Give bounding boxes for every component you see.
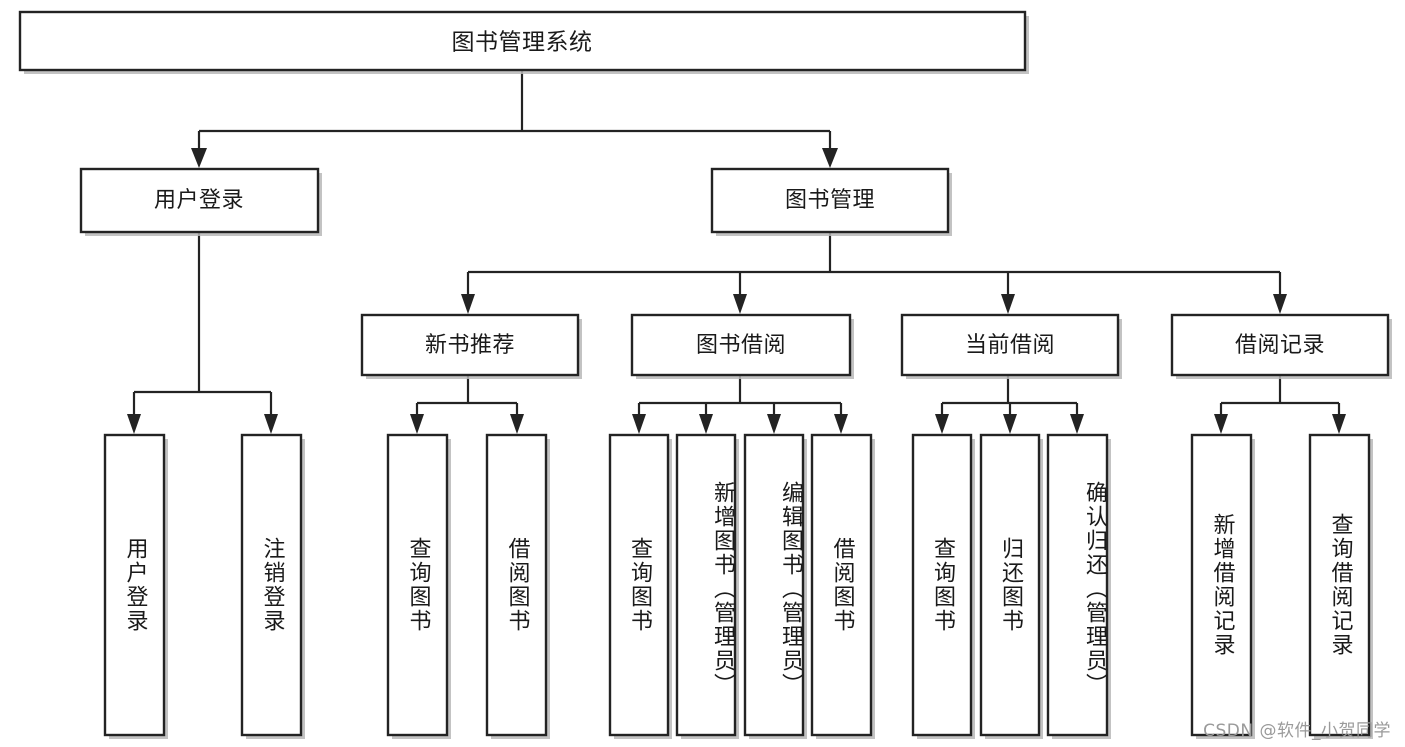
node-new-book-recommend-box (360, 313, 580, 377)
node-leaf-borrow-book-box (810, 433, 873, 737)
node-leaf-borrow-book-rec[interactable] (485, 433, 550, 739)
node-book-borrow[interactable]: 图书借阅 (630, 313, 854, 379)
arrow-head-leaf-borrow-book-rec (510, 414, 524, 434)
node-leaf-add-record[interactable] (1190, 433, 1255, 739)
node-leaf-edit-book[interactable] (743, 433, 807, 739)
node-user-login-box (79, 167, 320, 234)
node-book-borrow-label: 图书借阅 (696, 333, 786, 358)
node-leaf-return-book-box (979, 433, 1041, 737)
node-root-box (18, 10, 1027, 72)
node-leaf-logout-box (240, 433, 303, 737)
node-leaf-query-book-current[interactable] (911, 433, 975, 739)
node-leaf-confirm-return-box (1046, 433, 1109, 737)
node-borrow-records-box (1170, 313, 1390, 377)
node-leaf-query-book-borrow[interactable] (608, 433, 672, 739)
node-leaf-add-book-box (675, 433, 737, 737)
node-user-login-label: 用户登录 (154, 188, 244, 213)
node-borrow-records-label: 借阅记录 (1235, 333, 1325, 358)
node-leaf-borrow-book-rec-box (485, 433, 548, 737)
arrow-head-new-book-recommend (461, 294, 475, 314)
connector-group-new-book-recommend (410, 375, 524, 434)
connector-group-user-login (127, 232, 278, 434)
arrow-head-leaf-logout (264, 414, 278, 434)
node-leaf-confirm-return[interactable] (1046, 433, 1111, 739)
node-leaf-user-login[interactable] (103, 433, 168, 739)
connector-group-book-management (461, 232, 1287, 314)
node-new-book-recommend[interactable]: 新书推荐 (360, 313, 582, 379)
arrow-head-leaf-user-login (127, 414, 141, 434)
connector-group-root (191, 70, 838, 168)
arrow-head-leaf-borrow-book (834, 414, 848, 434)
node-leaf-edit-book-box (743, 433, 805, 737)
node-leaf-borrow-book[interactable] (810, 433, 875, 739)
arrow-head-leaf-add-book (699, 414, 713, 434)
node-book-management-box (710, 167, 950, 234)
arrow-head-leaf-query-book-borrow (632, 414, 646, 434)
arrow-head-leaf-query-book-current (935, 414, 949, 434)
arrow-head-leaf-return-book (1003, 414, 1017, 434)
node-leaf-query-book-rec-box (386, 433, 449, 737)
arrow-head-leaf-confirm-return (1070, 414, 1084, 434)
node-user-login[interactable]: 用户登录 (79, 167, 322, 236)
arrow-head-leaf-query-book-rec (410, 414, 424, 434)
arrow-head-leaf-add-record (1214, 414, 1228, 434)
arrow-head-current-borrow (1001, 294, 1015, 314)
node-leaf-logout[interactable] (240, 433, 305, 739)
watermark-text: CSDN @软件_小贺同学 (1203, 721, 1391, 741)
arrow-head-leaf-edit-book (767, 414, 781, 434)
arrow-head-user-login (191, 148, 207, 168)
node-leaf-query-record[interactable] (1308, 433, 1373, 739)
node-leaf-query-book-borrow-box (608, 433, 670, 737)
node-current-borrow-label: 当前借阅 (965, 333, 1055, 358)
node-book-management[interactable]: 图书管理 (710, 167, 952, 236)
arrow-head-borrow-records (1273, 294, 1287, 314)
node-leaf-add-record-box (1190, 433, 1253, 737)
arrow-head-book-borrow (733, 294, 747, 314)
node-leaf-query-record-box (1308, 433, 1371, 737)
connector-group-borrow-records (1214, 375, 1346, 434)
node-leaf-query-book-rec[interactable] (386, 433, 451, 739)
node-leaf-add-book[interactable] (675, 433, 739, 739)
node-root[interactable]: 图书管理系统 (18, 10, 1029, 74)
node-root-label: 图书管理系统 (452, 30, 593, 56)
node-current-borrow-box (900, 313, 1120, 377)
arrow-head-leaf-query-record (1332, 414, 1346, 434)
node-borrow-records[interactable]: 借阅记录 (1170, 313, 1392, 379)
leaf-boxes (103, 433, 1373, 739)
node-new-book-recommend-label: 新书推荐 (425, 333, 515, 358)
node-leaf-query-book-current-box (911, 433, 973, 737)
node-book-management-label: 图书管理 (785, 188, 875, 213)
node-book-borrow-box (630, 313, 852, 377)
connector-group-current-borrow (935, 375, 1084, 434)
node-leaf-return-book[interactable] (979, 433, 1043, 739)
node-current-borrow[interactable]: 当前借阅 (900, 313, 1122, 379)
node-leaf-user-login-box (103, 433, 166, 737)
arrow-head-book-management (822, 148, 838, 168)
connector-group-book-borrow (632, 375, 848, 434)
